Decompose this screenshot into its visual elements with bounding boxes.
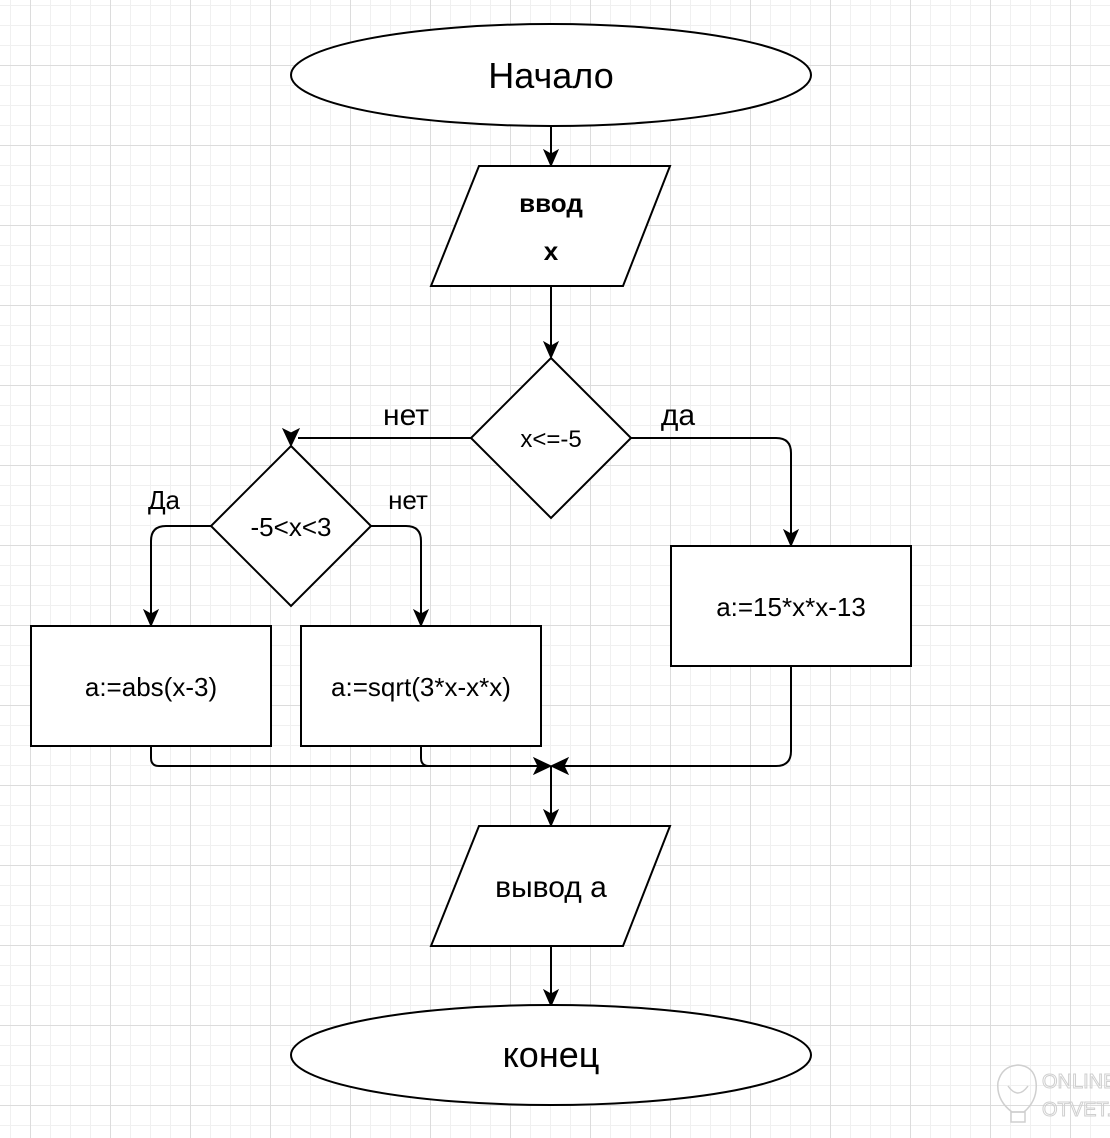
edge-sqrt-to-merge (420, 746, 543, 767)
node-cond1: x<=-5 (469, 356, 633, 520)
arrowhead (549, 756, 570, 776)
node-input: ввод x (429, 165, 672, 287)
io-shape (429, 825, 672, 947)
edge-label-cond1-yes: да (661, 399, 696, 432)
end-label: конец (503, 1034, 600, 1075)
decision-shape (469, 356, 633, 520)
edge-cond2-yes-to-abs (150, 525, 211, 618)
arrowhead (412, 608, 430, 628)
arrowhead (542, 340, 560, 360)
process-shape (300, 625, 542, 747)
node-output: вывод а (429, 825, 672, 947)
arrowhead (142, 608, 160, 628)
io-shape (429, 165, 672, 287)
edge-abs-to-merge (150, 746, 543, 767)
terminator-shape (290, 23, 812, 127)
node-end: конец (290, 1004, 812, 1106)
cond1-label: x<=-5 (520, 426, 581, 453)
cond2-label: -5<x<3 (251, 512, 332, 542)
edge-label-cond1-no: нет (383, 399, 429, 432)
process-abs-label: a:=abs(x-3) (85, 672, 217, 702)
node-process-sqrt: a:=sqrt(3*x-x*x) (300, 625, 542, 747)
arrowhead (542, 148, 560, 168)
node-process-yes: a:=15*x*x-13 (670, 545, 912, 667)
watermark-line1: ONLINE (1042, 1071, 1110, 1093)
edges (142, 126, 800, 1008)
input-label-line2: x (544, 236, 559, 266)
arrowhead (542, 988, 560, 1008)
edge-cond2-no-to-sqrt (371, 525, 422, 618)
lightbulb-icon (997, 1064, 1037, 1123)
decision-shape (209, 444, 373, 608)
node-start: Начало (290, 23, 812, 127)
arrowhead (542, 808, 560, 828)
arrowhead (532, 756, 553, 776)
watermark-line2: OTVET.RU (1042, 1099, 1110, 1121)
edge-process-to-merge (559, 666, 792, 767)
process-shape (30, 625, 272, 747)
terminator-shape (290, 1004, 812, 1106)
edge-label-cond2-no: нет (388, 485, 428, 515)
node-process-abs: a:=abs(x-3) (30, 625, 272, 747)
output-label: вывод а (495, 871, 607, 904)
edge-cond1-yes-to-process (631, 437, 792, 538)
arrowhead (281, 427, 301, 448)
process-sqrt-label: a:=sqrt(3*x-x*x) (331, 672, 511, 702)
process-yes-label: a:=15*x*x-13 (716, 592, 866, 622)
node-cond2: -5<x<3 (209, 444, 373, 608)
input-label-line1: ввод (519, 188, 583, 218)
start-label: Начало (488, 55, 613, 96)
edge-label-cond2-yes: Да (148, 485, 181, 515)
process-shape (670, 545, 912, 667)
watermark: ONLINE OTVET.RU (997, 1064, 1110, 1123)
arrowhead (782, 528, 800, 548)
